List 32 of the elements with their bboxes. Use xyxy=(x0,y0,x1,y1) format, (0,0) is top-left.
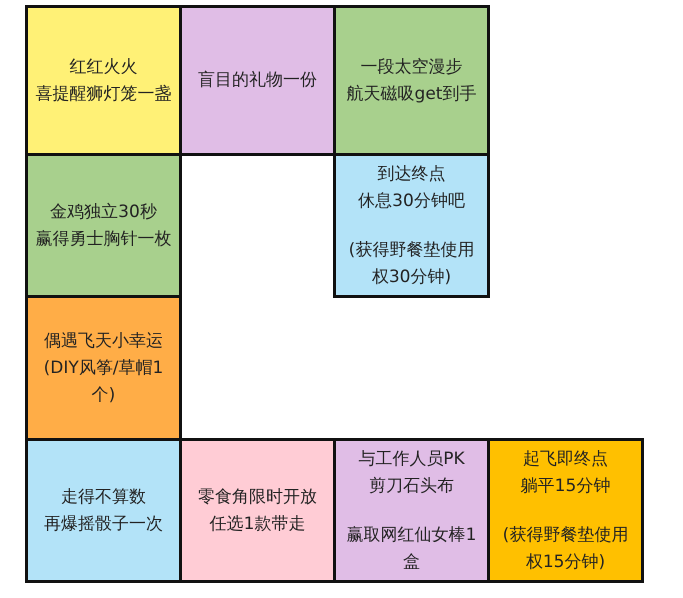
cell-text: 喜提醒狮灯笼一盏 xyxy=(36,82,172,106)
board-cell xyxy=(25,5,182,156)
cell-text: 再爆摇骰子一次 xyxy=(44,512,163,536)
cell-text: 休息30分钟吧 xyxy=(358,190,465,212)
cell-text: 赢取网红仙女棒1盒 xyxy=(346,524,478,574)
board-cell xyxy=(333,5,490,156)
cell-text: (获得野餐垫使用权15分钟) xyxy=(502,524,630,574)
board-cell xyxy=(25,438,182,583)
cell-text: 盲目的礼物一份 xyxy=(198,69,317,92)
cell-text: 走得不算数 xyxy=(61,486,146,508)
cell-text: 起飞即终点 xyxy=(523,448,608,470)
board-cell xyxy=(179,438,336,583)
cell-text: 躺平15分钟 xyxy=(520,474,610,498)
cell-text: 红红火火 xyxy=(70,56,138,78)
cell-text: (获得野餐垫使用权30分钟) xyxy=(348,238,476,288)
cell-text: 金鸡独立30秒 xyxy=(50,200,157,224)
cell-text: 航天磁吸get到手 xyxy=(346,82,476,106)
board-cell xyxy=(333,153,490,298)
cell-text: 与工作人员PK xyxy=(358,448,465,470)
cell-text: 一段太空漫步 xyxy=(360,56,462,78)
cell-text: 剪刀石头布 xyxy=(369,474,454,498)
cell-text: 零食角限时开放 xyxy=(198,486,317,508)
board-cell xyxy=(333,438,490,583)
board-cell xyxy=(25,153,182,298)
board-cell xyxy=(25,295,182,441)
cell-text: 到达终点 xyxy=(378,162,446,186)
cell-text: 任选1款带走 xyxy=(210,512,306,536)
cell-text: 偶遇飞天小幸运 xyxy=(44,330,163,352)
board-cell xyxy=(179,5,336,156)
cell-text: 赢得勇士胸针一枚 xyxy=(36,228,172,250)
cell-text: (DIY风筝/草帽1个) xyxy=(42,356,164,406)
board-cell xyxy=(487,438,644,583)
